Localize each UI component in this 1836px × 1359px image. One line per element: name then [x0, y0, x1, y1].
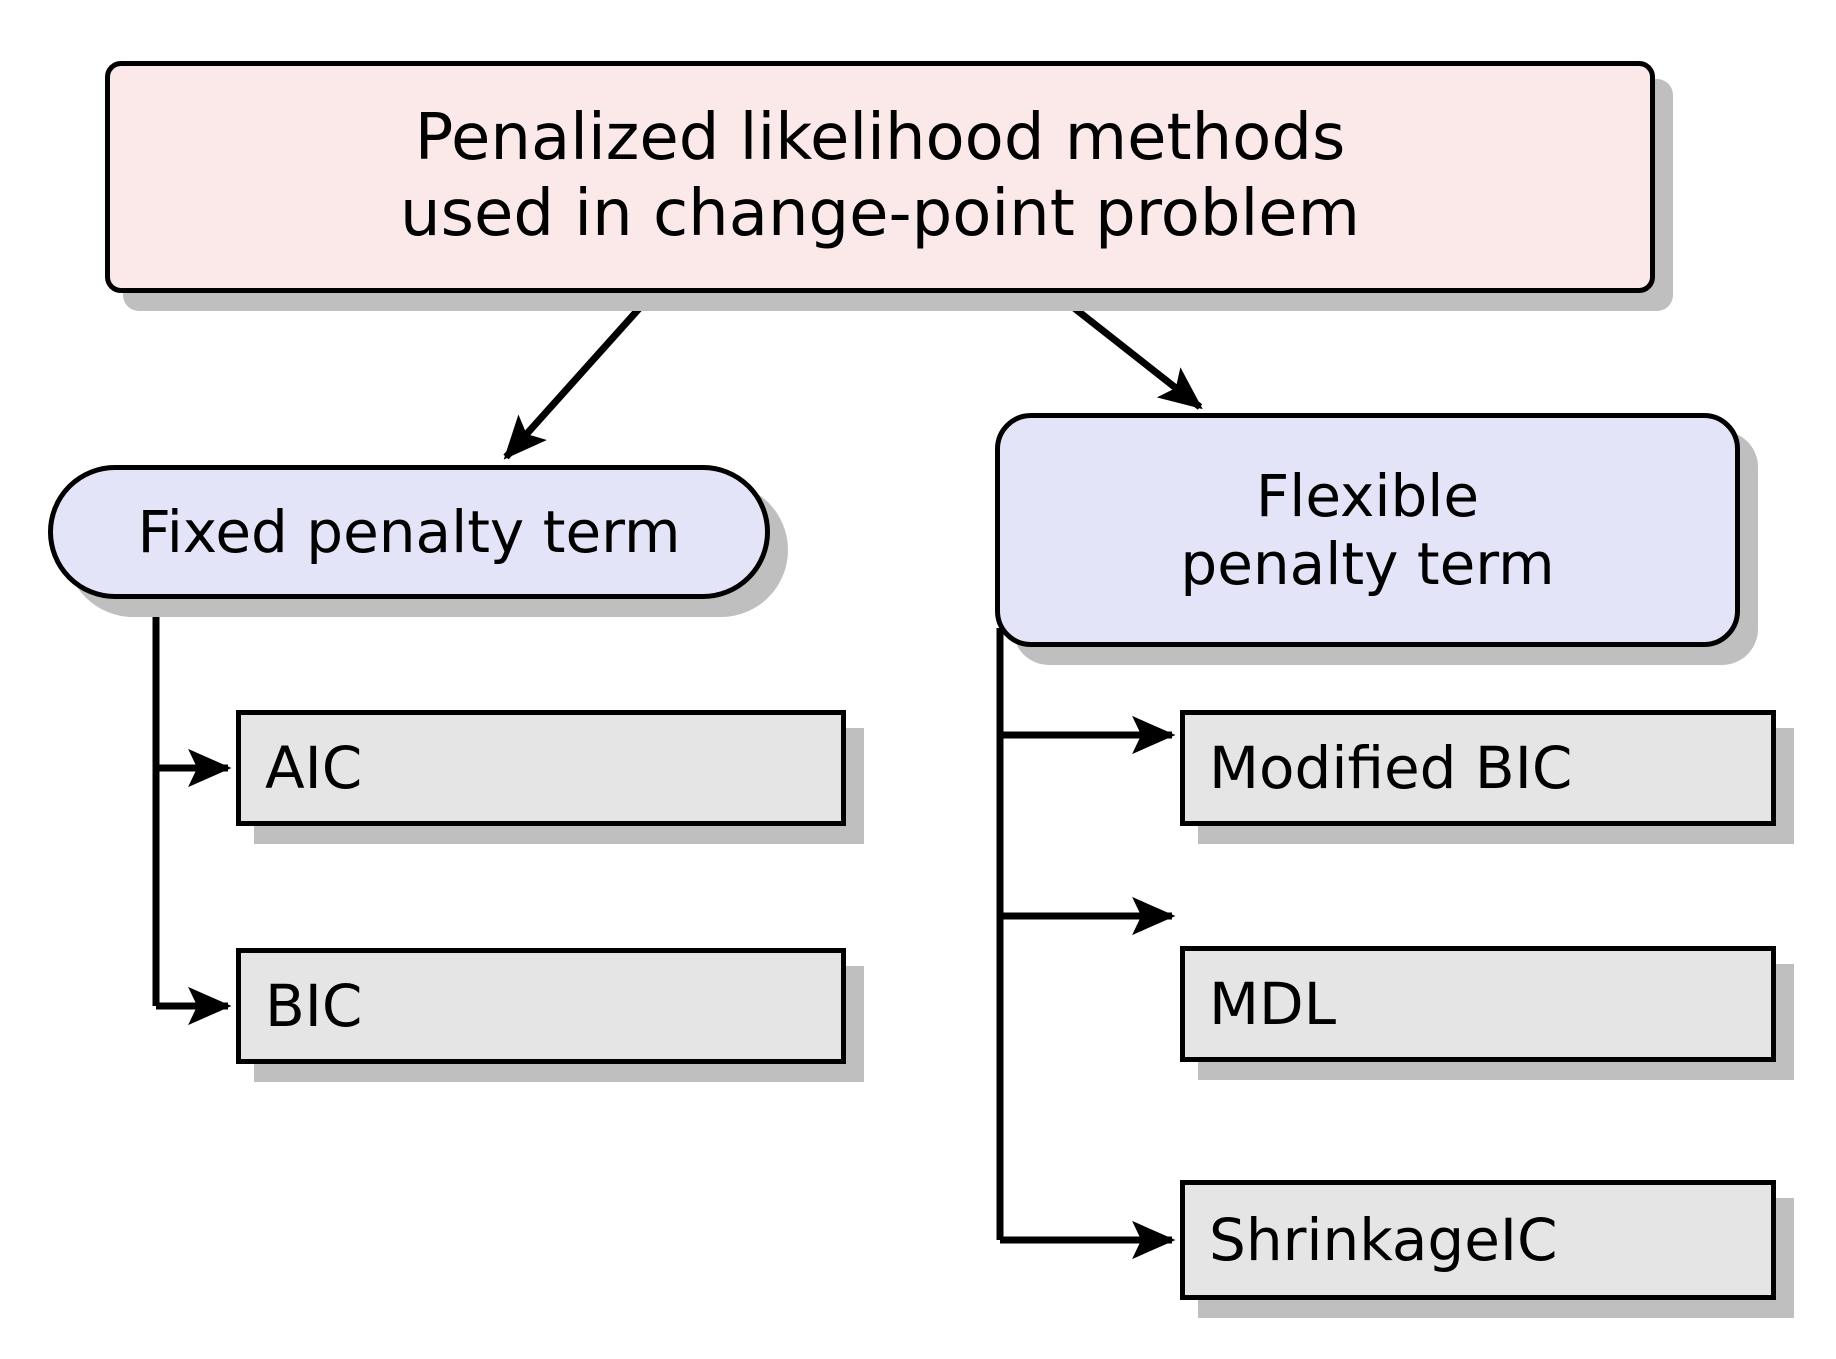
category-node-fixed-penalty-term[interactable]: Fixed penalty term: [48, 465, 770, 599]
leaf-node-modified-bic[interactable]: Modified BIC: [1180, 710, 1776, 826]
root-node-penalized-likelihood-methods[interactable]: Penalized likelihood methods used in cha…: [105, 61, 1655, 293]
edge-root-to-fixed: [503, 290, 656, 460]
leaf-node-bic[interactable]: BIC: [236, 948, 846, 1064]
category-node-flexible-penalty-term[interactable]: Flexible penalty term: [995, 413, 1740, 647]
leaf-node-aic[interactable]: AIC: [236, 710, 846, 826]
leaf-node-mdl[interactable]: MDL: [1180, 946, 1776, 1062]
leaf-node-shrinkage-ic[interactable]: ShrinkageIC: [1180, 1180, 1776, 1300]
